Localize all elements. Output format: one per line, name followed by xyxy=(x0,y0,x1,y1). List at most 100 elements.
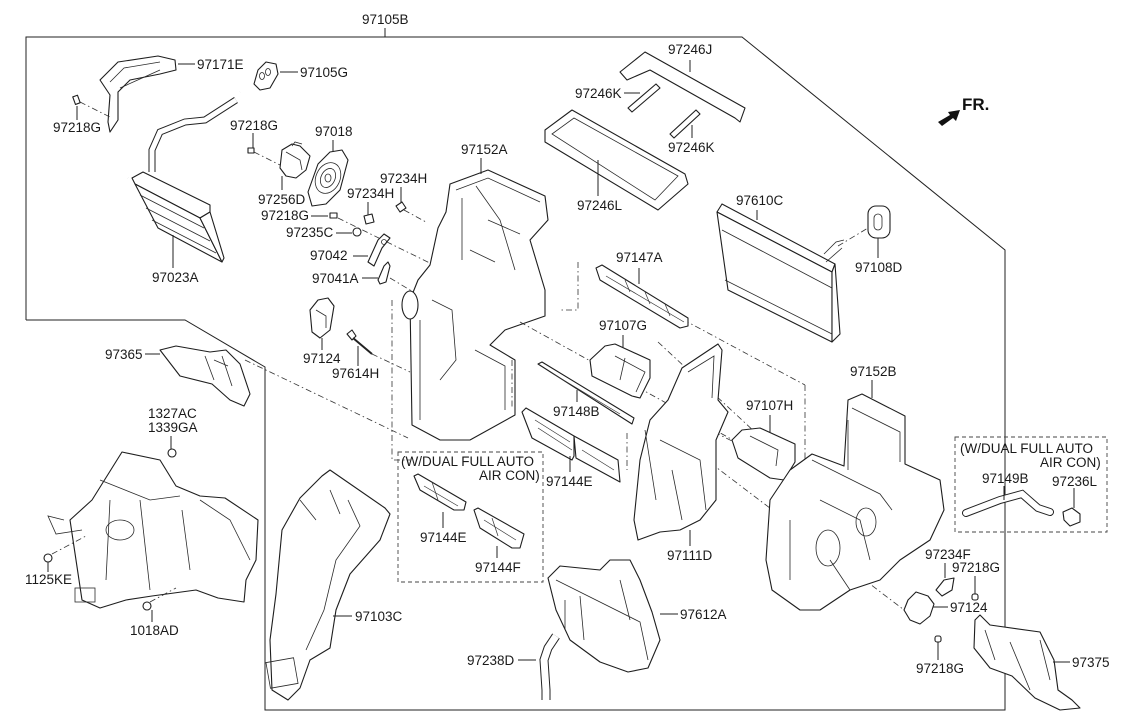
bolt-part[interactable] xyxy=(43,553,53,563)
assembly-frame: 97105B xyxy=(25,12,1006,711)
part-label-97144F[interactable]: 97144F xyxy=(475,560,521,575)
part-label-97108D[interactable]: 97108D xyxy=(855,260,903,275)
part-label-97256D[interactable]: 97256D xyxy=(258,192,306,207)
duct-part-97107G[interactable] xyxy=(589,343,651,399)
rear-duct-part-97375[interactable] xyxy=(973,614,1081,711)
part-label-97235C[interactable]: 97235C xyxy=(286,225,334,240)
part-label-97148B[interactable]: 97148B xyxy=(553,404,600,419)
dual-auto-option-box-2: (W/DUAL FULL AUTO AIR CON) 97149B 97236L xyxy=(954,436,1108,533)
seal-strip-part-2[interactable] xyxy=(669,109,701,139)
sensor-part[interactable] xyxy=(346,329,373,355)
part-label-97218G-2[interactable]: 97218G xyxy=(230,118,278,133)
part-label-97111D[interactable]: 97111D xyxy=(667,548,713,563)
drain-pan-part-97612A[interactable] xyxy=(547,559,661,673)
part-label-97218G-4[interactable]: 97218G xyxy=(952,560,1000,575)
heater-case-right-part[interactable] xyxy=(765,393,945,611)
front-direction-indicator: FR. xyxy=(938,95,989,126)
screw-part[interactable] xyxy=(247,147,255,154)
front-direction-label: FR. xyxy=(962,95,989,114)
evaporator-core-part[interactable] xyxy=(716,203,845,343)
door-part-97144F[interactable] xyxy=(473,507,525,549)
part-label-97246J[interactable]: 97246J xyxy=(668,42,712,57)
heater-pipes-part[interactable] xyxy=(110,89,241,181)
part-label-97144E-1[interactable]: 97144E xyxy=(546,474,593,489)
door-part-97147A[interactable] xyxy=(595,264,689,329)
part-label-97234F[interactable]: 97234F xyxy=(925,547,971,562)
mode-actuator-part[interactable] xyxy=(309,297,335,339)
drain-hose-part-97238D[interactable] xyxy=(539,633,560,700)
part-label-97149B[interactable]: 97149B xyxy=(982,471,1029,486)
screw-part[interactable] xyxy=(971,593,979,601)
part-label-97023A[interactable]: 97023A xyxy=(152,270,199,285)
door-actuator-part[interactable] xyxy=(279,141,311,179)
part-label-97614H[interactable]: 97614H xyxy=(332,366,379,381)
part-label-97218G-1[interactable]: 97218G xyxy=(53,120,101,135)
part-label-97246K-2[interactable]: 97246K xyxy=(668,140,715,155)
filter-seal-part[interactable] xyxy=(544,109,689,211)
part-label-97144E-2[interactable]: 97144E xyxy=(420,530,467,545)
hvac-assembly-complete[interactable] xyxy=(47,451,259,609)
clip-part[interactable] xyxy=(395,201,407,213)
part-label-97234H-2[interactable]: 97234H xyxy=(347,186,394,201)
door-part-97144E[interactable] xyxy=(521,407,621,483)
door-link-part[interactable] xyxy=(377,261,391,285)
duct-part-97365[interactable] xyxy=(159,345,251,407)
door-part-97148B[interactable] xyxy=(537,361,635,425)
option-note-line2: AIR CON) xyxy=(1040,455,1101,470)
part-label-97238D[interactable]: 97238D xyxy=(467,653,515,668)
grommet-part[interactable] xyxy=(867,205,891,239)
actuator-arm-part[interactable] xyxy=(935,577,955,597)
part-label-97234H-1[interactable]: 97234H xyxy=(380,171,427,186)
part-label-97246L[interactable]: 97246L xyxy=(577,198,623,213)
part-label-97612A[interactable]: 97612A xyxy=(680,607,727,622)
bolt-part[interactable] xyxy=(72,94,81,105)
heater-core-part[interactable] xyxy=(131,171,225,263)
seal-frame-part[interactable] xyxy=(619,51,746,123)
part-label-97171E[interactable]: 97171E xyxy=(197,57,244,72)
part-label-97041A[interactable]: 97041A xyxy=(312,271,359,286)
part-label-97218G-3[interactable]: 97218G xyxy=(261,208,309,223)
blower-motor-resistor-part[interactable] xyxy=(307,149,349,207)
door-part-97144E-option[interactable] xyxy=(413,473,467,511)
washer-part[interactable] xyxy=(352,227,362,237)
part-label-97124-1[interactable]: 97124 xyxy=(303,351,341,366)
part-label-97103C[interactable]: 97103C xyxy=(355,609,403,624)
part-label-1339GA[interactable]: 1339GA xyxy=(148,420,198,435)
part-label-97107H[interactable]: 97107H xyxy=(746,398,793,413)
part-label-97365[interactable]: 97365 xyxy=(105,347,143,362)
part-label-97375[interactable]: 97375 xyxy=(1072,655,1110,670)
part-label-97152B[interactable]: 97152B xyxy=(850,364,897,379)
part-label-97042[interactable]: 97042 xyxy=(310,248,348,263)
screw-part[interactable] xyxy=(329,212,338,219)
part-label-97124-2[interactable]: 97124 xyxy=(950,600,988,615)
seal-strip-part-1[interactable] xyxy=(627,83,661,113)
bolt-part[interactable] xyxy=(142,601,152,611)
part-label-1125KE[interactable]: 1125KE xyxy=(25,572,72,587)
part-label-97105G[interactable]: 97105G xyxy=(300,65,348,80)
part-label-1018AD[interactable]: 1018AD xyxy=(130,623,179,638)
part-label-97236L[interactable]: 97236L xyxy=(1052,474,1098,489)
clip-part[interactable] xyxy=(363,213,375,225)
part-label-97107G[interactable]: 97107G xyxy=(599,318,647,333)
part-label-97218G-5[interactable]: 97218G xyxy=(916,661,964,676)
hose-part-97149B[interactable] xyxy=(962,489,1054,517)
screw-part[interactable] xyxy=(934,635,942,643)
part-label-97246K-1[interactable]: 97246K xyxy=(575,86,622,101)
case-seal-part-97111D[interactable] xyxy=(633,343,729,541)
door-lever-part[interactable] xyxy=(367,233,391,267)
temp-actuator-part[interactable] xyxy=(903,591,935,625)
pipe-grommet-part[interactable] xyxy=(253,61,279,91)
part-label-97018[interactable]: 97018 xyxy=(315,124,353,139)
nut-part[interactable] xyxy=(167,448,177,458)
part-label-97147A[interactable]: 97147A xyxy=(616,250,663,265)
part-label-1327AC[interactable]: 1327AC xyxy=(148,406,197,421)
heater-pipe-bracket-part[interactable] xyxy=(99,55,177,133)
assembly-part-label[interactable]: 97105B xyxy=(362,12,409,27)
floor-duct-part-97103C[interactable] xyxy=(265,469,391,701)
part-label-97152A[interactable]: 97152A xyxy=(461,142,508,157)
duct-part-97107H[interactable] xyxy=(731,427,796,481)
sensor-part-97236L[interactable] xyxy=(1062,507,1081,527)
part-label-97610C[interactable]: 97610C xyxy=(736,193,784,208)
heater-case-left-part[interactable] xyxy=(401,169,549,441)
option-note-line1: (W/DUAL FULL AUTO xyxy=(401,454,534,469)
